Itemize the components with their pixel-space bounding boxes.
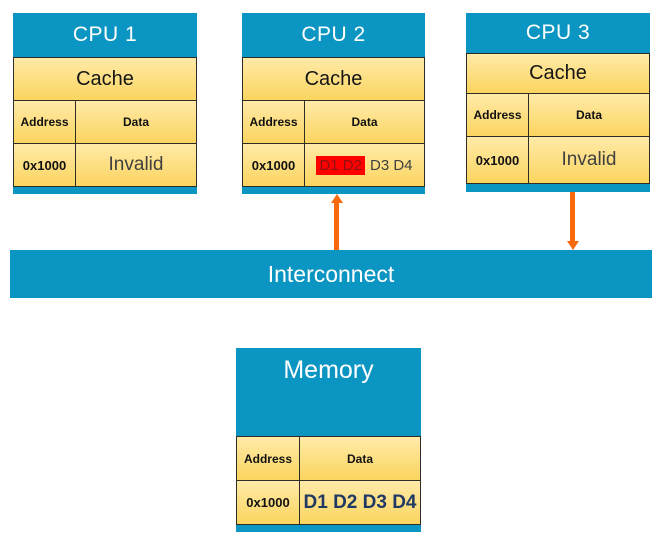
memory-table-header-row: Address Data	[236, 436, 421, 481]
cpu3-data-header: Data	[575, 108, 602, 122]
memory-data-header: Data	[346, 451, 373, 466]
cpu1-block: CPU 1 Cache Address Data 0x1000 Invalid	[13, 13, 197, 194]
arrow-up-icon	[330, 194, 343, 203]
cpu3-cache-entry-row: 0x1000 Invalid	[466, 136, 650, 184]
memory-title: Memory	[283, 356, 374, 384]
memory-address-header: Address	[237, 437, 300, 480]
cpu2-data-highlighted-words: D1 D2	[316, 155, 365, 175]
arrow-cpu3-to-interconnect	[566, 192, 579, 250]
cpu2-data-remaining-words: D3 D4	[370, 156, 413, 174]
cpu1-cache-entry-row: 0x1000 Invalid	[13, 143, 197, 187]
cpu1-address-header: Address	[14, 101, 76, 143]
arrow-interconnect-to-cpu2	[330, 194, 343, 250]
cpu1-title: CPU 1	[72, 23, 138, 46]
cpu2-address-value: 0x1000	[243, 144, 305, 186]
cpu1-table-header-row: Address Data	[13, 100, 197, 144]
memory-address-value: 0x1000	[237, 481, 300, 524]
cpu3-address-value: 0x1000	[467, 137, 529, 183]
memory-block: Memory Address Data 0x1000 D1 D2 D3 D4	[236, 348, 421, 532]
interconnect-bar: Interconnect	[10, 250, 652, 298]
cpu1-data-header: Data	[122, 115, 149, 129]
cpu2-address-header: Address	[243, 101, 305, 143]
cpu2-data-header: Data	[351, 115, 378, 129]
cpu2-title: CPU 2	[301, 23, 366, 46]
cpu2-cache-label: Cache	[242, 57, 425, 101]
arrow-shaft	[570, 192, 575, 241]
cpu2-data-value: D1 D2 D3 D4	[305, 144, 424, 186]
arrow-shaft	[334, 203, 339, 250]
cpu3-table-header-row: Address Data	[466, 93, 650, 137]
cpu1-data-value: Invalid	[108, 154, 164, 175]
cpu3-cache-label: Cache	[466, 53, 650, 94]
cpu2-cache-entry-row: 0x1000 D1 D2 D3 D4	[242, 143, 425, 187]
cpu2-table-header-row: Address Data	[242, 100, 425, 144]
cpu1-address-value: 0x1000	[14, 144, 76, 186]
cpu1-cache-label: Cache	[13, 57, 197, 101]
cpu2-block: CPU 2 Cache Address Data 0x1000 D1 D2 D3…	[242, 13, 425, 194]
memory-entry-row: 0x1000 D1 D2 D3 D4	[236, 480, 421, 525]
cpu3-title: CPU 3	[525, 21, 591, 44]
cpu3-block: CPU 3 Cache Address Data 0x1000 Invalid	[466, 13, 650, 192]
cpu3-address-header: Address	[467, 94, 529, 136]
arrow-down-icon	[566, 241, 579, 250]
cpu3-data-value: Invalid	[561, 149, 617, 170]
memory-data-value: D1 D2 D3 D4	[303, 491, 417, 513]
